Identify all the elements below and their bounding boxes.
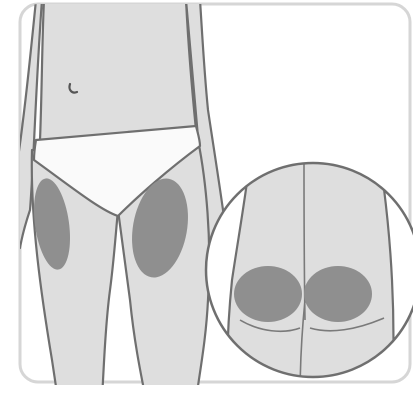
torso <box>40 0 196 140</box>
injection-site-left-buttock <box>234 266 302 322</box>
injection-site-right-buttock <box>304 266 372 322</box>
